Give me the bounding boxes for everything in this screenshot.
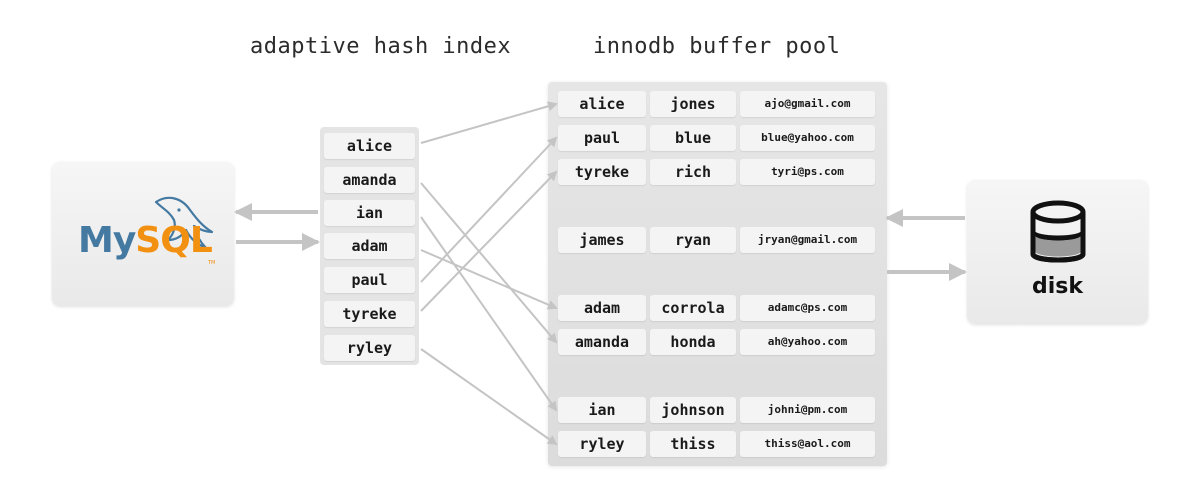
disk-card: disk (967, 180, 1148, 324)
hash-entry: amanda (324, 167, 415, 193)
row-last-name: jones (650, 91, 736, 117)
row-first-name: ryley (558, 431, 646, 457)
row-first-name: tyreke (558, 159, 646, 185)
row-last-name: corrola (650, 295, 736, 321)
buffer-pool-heading: innodb buffer pool (593, 34, 841, 59)
row-last-name: thiss (650, 431, 736, 457)
hash-entry: alice (324, 133, 415, 159)
hash-entry: tyreke (324, 301, 415, 327)
mysql-dolphin-icon (154, 196, 214, 250)
mysql-card: MySQL TM (52, 162, 234, 306)
row-email: johni@pm.com (740, 397, 875, 423)
hash-arrow-paul (420, 136, 558, 283)
row-email: tyri@ps.com (740, 159, 875, 185)
row-email: ajo@gmail.com (740, 91, 875, 117)
row-email: adamc@ps.com (740, 295, 875, 321)
row-email: jryan@gmail.com (740, 227, 875, 253)
hash-arrow-alice (420, 101, 558, 144)
row-last-name: johnson (650, 397, 736, 423)
hash-entry: ian (324, 200, 415, 226)
hash-entry: paul (324, 267, 415, 293)
hash-entry: ryley (324, 335, 415, 361)
hash-arrow-amanda (420, 182, 558, 344)
hash-index-heading: adaptive hash index (250, 34, 512, 59)
row-first-name: amanda (558, 329, 646, 355)
row-last-name: ryan (650, 227, 736, 253)
row-first-name: james (558, 227, 646, 253)
row-first-name: paul (558, 125, 646, 151)
row-email: thiss@aol.com (740, 431, 875, 457)
row-email: blue@yahoo.com (740, 125, 875, 151)
hash-entry: adam (324, 233, 415, 259)
row-last-name: rich (650, 159, 736, 185)
row-first-name: adam (558, 295, 646, 321)
hash-arrow-ryley (420, 348, 558, 446)
row-last-name: honda (650, 329, 736, 355)
row-first-name: alice (558, 91, 646, 117)
mysql-trademark: TM (208, 260, 216, 266)
row-first-name: ian (558, 397, 646, 423)
database-icon (1030, 200, 1086, 263)
hash-arrow-adam (420, 249, 558, 310)
hash-arrow-ian (420, 216, 558, 412)
hash-arrow-tyreke (420, 170, 558, 312)
mysql-wordmark: MySQL (78, 220, 213, 261)
row-email: ah@yahoo.com (740, 329, 875, 355)
disk-label: disk (1031, 274, 1083, 299)
row-last-name: blue (650, 125, 736, 151)
